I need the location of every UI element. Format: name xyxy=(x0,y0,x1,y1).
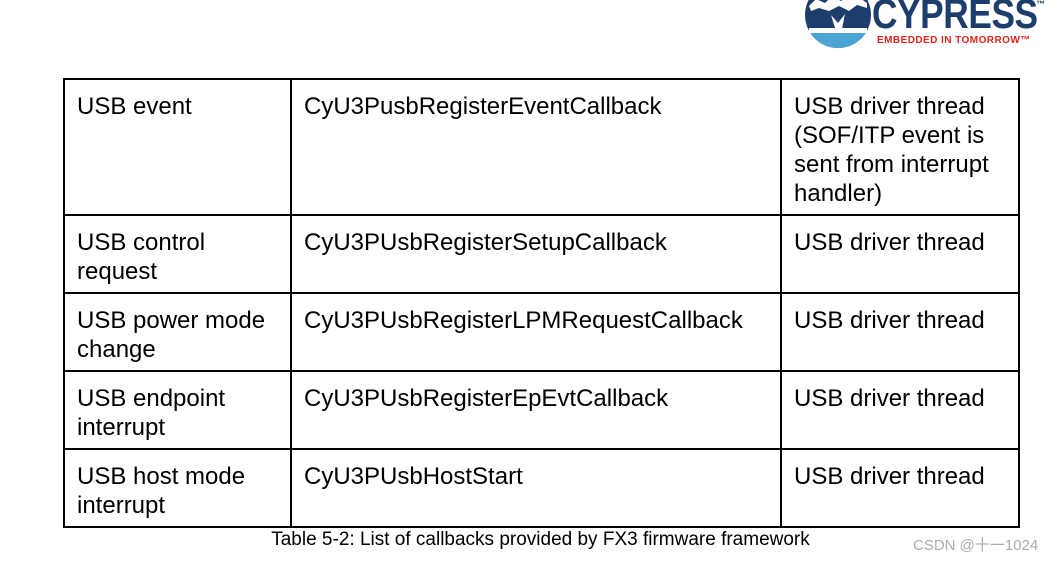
context-cell: USB driver thread xyxy=(780,448,1020,528)
api-cell: CyU3PUsbRegisterSetupCallback xyxy=(290,214,782,294)
table-row: USB endpoint interrupt CyU3PUsbRegisterE… xyxy=(63,370,1020,450)
event-cell: USB host mode interrupt xyxy=(63,448,292,528)
api-cell: CyU3PUsbRegisterEpEvtCallback xyxy=(290,370,782,450)
api-cell: CyU3PusbRegisterEventCallback xyxy=(290,78,782,216)
callbacks-table: USB event CyU3PusbRegisterEventCallback … xyxy=(63,78,1020,528)
api-cell: CyU3PUsbRegisterLPMRequestCallback xyxy=(290,292,782,372)
cypress-wordmark: CYPRESS xyxy=(872,0,1038,37)
table-row: USB host mode interrupt CyU3PUsbHostStar… xyxy=(63,448,1020,528)
table-row: USB control request CyU3PUsbRegisterSetu… xyxy=(63,214,1020,294)
context-cell: USB driver thread xyxy=(780,370,1020,450)
event-cell: USB endpoint interrupt xyxy=(63,370,292,450)
table-caption: Table 5-2: List of callbacks provided by… xyxy=(271,529,810,550)
csdn-watermark: CSDN @十一1024 xyxy=(913,537,1039,554)
cypress-tagline: EMBEDDED IN TOMORROW™ xyxy=(877,35,1031,46)
context-cell: USB driver thread xyxy=(780,214,1020,294)
event-cell: USB power mode change xyxy=(63,292,292,372)
api-cell: CyU3PUsbHostStart xyxy=(290,448,782,528)
cypress-ball-icon xyxy=(805,0,871,48)
cypress-trademark: ™ xyxy=(1036,0,1045,9)
context-cell: USB driver thread xyxy=(780,292,1020,372)
table-row: USB event CyU3PusbRegisterEventCallback … xyxy=(63,78,1020,216)
table-row: USB power mode change CyU3PUsbRegisterLP… xyxy=(63,292,1020,372)
context-cell: USB driver thread (SOF/ITP event is sent… xyxy=(780,78,1020,216)
event-cell: USB control request xyxy=(63,214,292,294)
event-cell: USB event xyxy=(63,78,292,216)
